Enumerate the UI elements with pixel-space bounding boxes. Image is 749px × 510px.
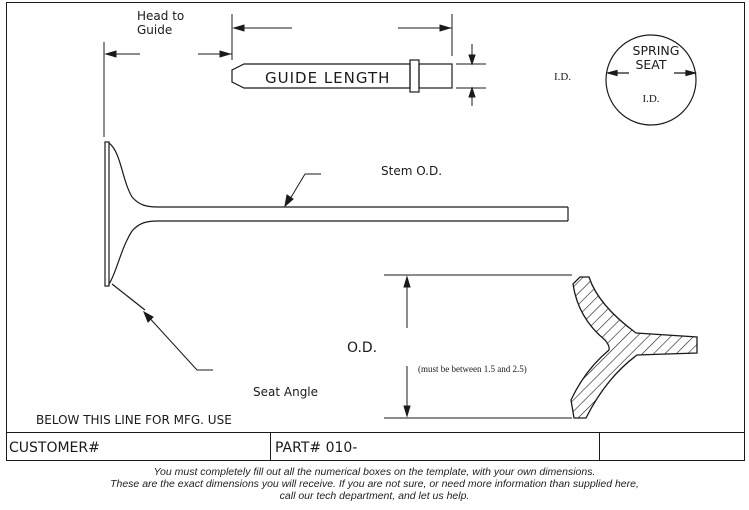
spring-seat-label-line2: SEAT (635, 57, 666, 72)
customer-number-field[interactable]: CUSTOMER# (9, 440, 100, 456)
guide-length-label: GUIDE LENGTH (265, 69, 390, 87)
drawing-border (6, 2, 745, 461)
stem-od-label: Stem O.D. (381, 164, 442, 178)
spring-seat-id-label: I.D. (642, 93, 659, 105)
instruction-note: You must completely fill out all the num… (0, 466, 749, 502)
mfg-form-table (6, 432, 745, 461)
mfg-use-label: BELOW THIS LINE FOR MFG. USE (36, 413, 232, 427)
valve-head-cross-section (570, 276, 698, 419)
valve-profile (104, 141, 569, 311)
od-dimension (384, 274, 572, 419)
guide-length-dimension (232, 14, 453, 56)
seat-angle-label: Seat Angle (253, 385, 318, 399)
blank-form-cell[interactable] (601, 434, 743, 459)
head-to-guide-dimension (103, 14, 233, 137)
instruction-line-2: These are the exact dimensions you will … (110, 478, 639, 490)
spring-seat-circle (605, 34, 698, 126)
instruction-line-1: You must completely fill out all the num… (153, 466, 596, 478)
head-to-guide-label: Head to (137, 9, 184, 23)
head-to-guide-label-line2: Guide (137, 23, 172, 37)
valve-guide-shape (231, 59, 453, 93)
od-range-note: (must be between 1.5 and 2.5) (418, 364, 527, 374)
guide-id-label: I.D. (554, 71, 571, 83)
od-label: O.D. (347, 340, 377, 356)
seat-angle-leader (143, 310, 213, 371)
spring-seat-label: SPRING (633, 43, 680, 58)
stem-od-leader (284, 173, 321, 208)
instruction-line-3: call our tech department, and let us hel… (279, 490, 470, 502)
part-number-field[interactable]: PART# 010- (275, 440, 357, 456)
guide-id-dimension (456, 44, 486, 106)
